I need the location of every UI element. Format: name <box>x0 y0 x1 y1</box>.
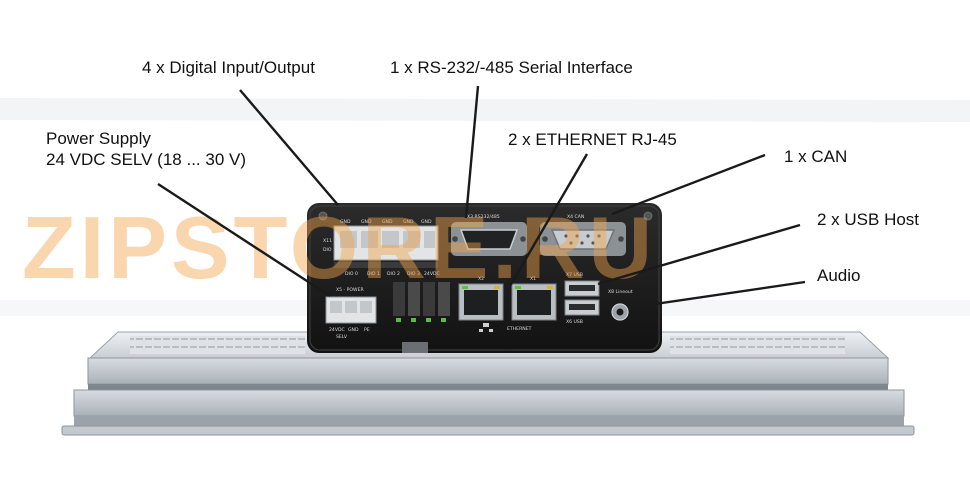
label-x3: X3 RS232/485 <box>467 214 500 220</box>
callout-power-line2: 24 VDC SELV (18 ... 30 V) <box>46 150 246 169</box>
label-dio1: DIO 1 <box>367 271 380 277</box>
label-x5: X5 - POWER <box>336 287 364 293</box>
label-ethernet: ETHERNET <box>507 326 532 332</box>
label-x8: X8 Lineout <box>608 289 633 295</box>
callout-serial: 1 x RS-232/-485 Serial Interface <box>390 58 633 77</box>
device-labels: X11 DIO GND GND GND GND GND DIO 0 DIO 1 … <box>323 214 633 340</box>
label-x7usb: X7 USB <box>566 272 583 278</box>
usb-port-x7 <box>564 280 600 297</box>
label-gnd: GND <box>340 219 351 225</box>
label-dio0: DIO 0 <box>345 271 358 277</box>
ethernet-port-x2 <box>458 283 504 321</box>
leader-audio <box>627 280 806 310</box>
label-gnd2: GND <box>348 327 359 333</box>
label-dio: DIO <box>323 247 332 253</box>
label-24vdc: 24VDC <box>424 271 440 277</box>
leader-lines <box>157 85 806 310</box>
can-db9-connector <box>540 222 626 256</box>
leader-serial <box>464 85 480 219</box>
dio-terminal <box>333 225 439 268</box>
label-pe: PE <box>364 327 370 333</box>
leader-digital-io <box>239 89 339 206</box>
leader-can <box>611 153 766 216</box>
audio-jack <box>611 303 629 321</box>
ethernet-port-x1 <box>511 283 557 321</box>
usb-port-x6 <box>564 299 600 316</box>
serial-db9-connector <box>451 222 527 256</box>
leader-usb <box>597 223 801 286</box>
label-x4: X4 CAN <box>567 214 584 220</box>
label-x11: X11 <box>323 238 332 244</box>
label-gnd: GND <box>403 219 414 225</box>
label-gnd: GND <box>421 219 432 225</box>
label-dio2: DIO 2 <box>387 271 400 277</box>
callout-ethernet: 2 x ETHERNET RJ-45 <box>508 130 677 149</box>
switch-block <box>393 282 450 322</box>
callout-power-line1: Power Supply <box>46 129 151 148</box>
label-selv: SELV <box>336 334 348 340</box>
watermark: ZIPSTORE.RU <box>22 198 656 297</box>
network-icon <box>479 323 493 332</box>
callout-can: 1 x CAN <box>784 147 848 166</box>
label-gnd: GND <box>361 219 372 225</box>
callout-digital-io: 4 x Digital Input/Output <box>142 58 315 77</box>
label-dio3: DIO 3 <box>407 271 420 277</box>
label-x1: X1 <box>530 276 536 282</box>
leader-power <box>157 182 331 298</box>
label-24v: 24VDC <box>329 327 345 333</box>
callout-audio: Audio <box>817 266 861 285</box>
label-x6usb: X6 USB <box>566 319 583 325</box>
power-terminal <box>325 296 377 324</box>
label-gnd: GND <box>382 219 393 225</box>
leader-ethernet <box>508 153 589 287</box>
callout-usb: 2 x USB Host <box>817 210 920 229</box>
label-x2: X2 <box>478 276 484 282</box>
